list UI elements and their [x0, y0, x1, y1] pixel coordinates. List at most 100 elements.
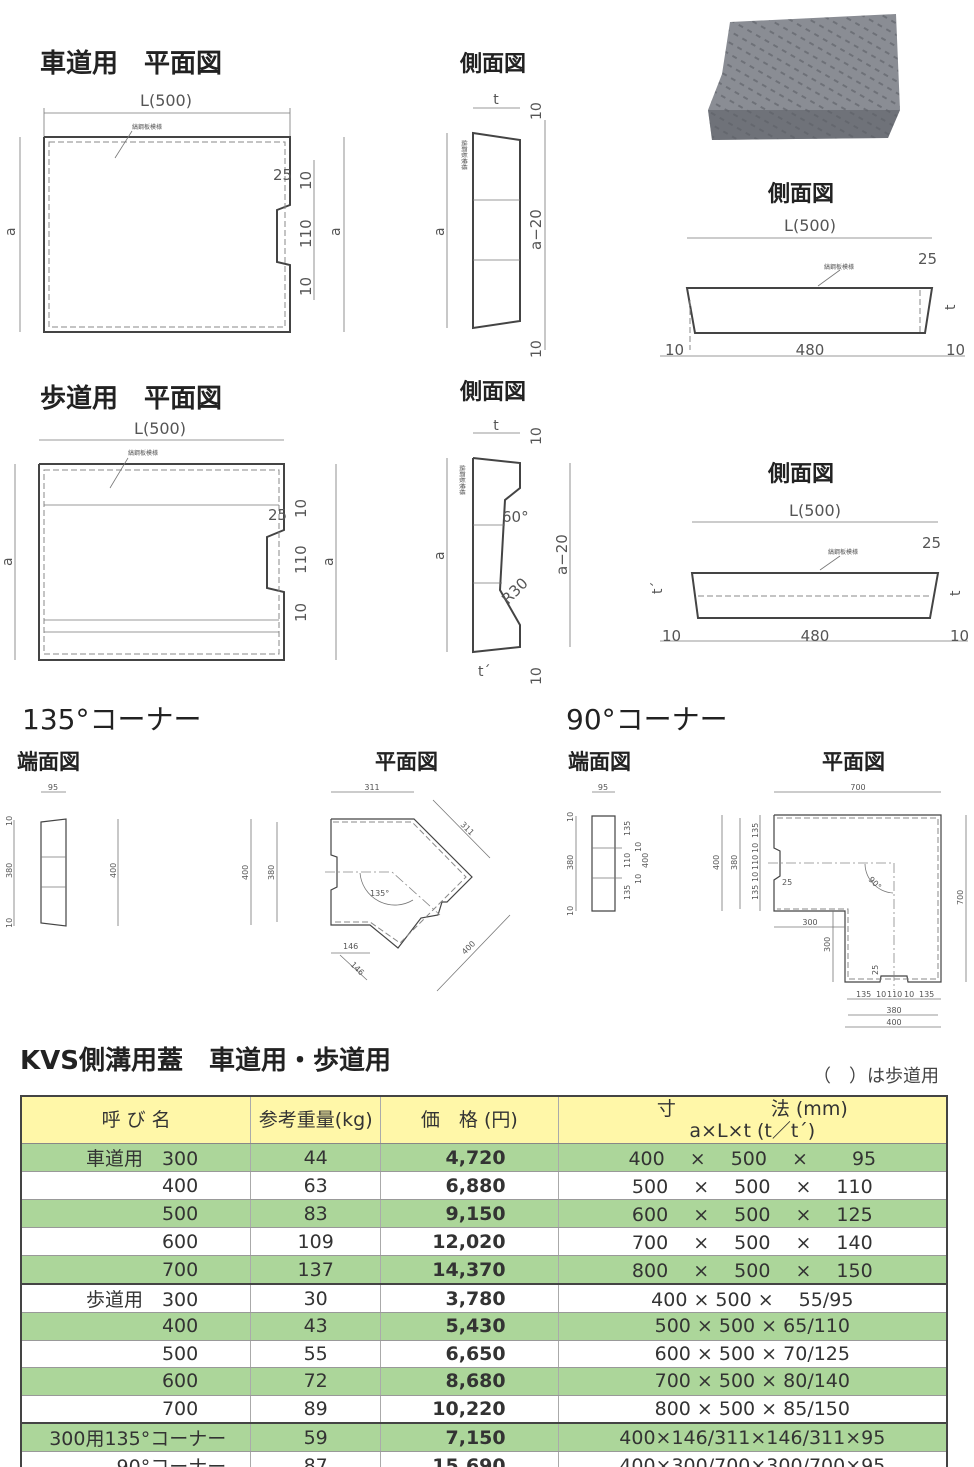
road-plan-title: 車道用 平面図 [40, 49, 223, 79]
dimension-label: 300 [823, 937, 832, 952]
dimension-label: a−20 [527, 209, 545, 250]
dimension-label: a [432, 227, 448, 236]
dimension-label: 10 [876, 990, 886, 999]
dimension-label: 311 [364, 783, 379, 792]
dimension-label: 10 [529, 340, 545, 358]
dimension-label: t [493, 418, 499, 434]
dimension-label: 10 [751, 843, 760, 853]
cell-weight: 30 [250, 1283, 382, 1313]
dimension-label: 400 [641, 853, 650, 868]
cell-weight: 59 [250, 1422, 382, 1452]
corner90-plan-drawing: 90° 700 700 400 380 135 10 110 10 135 25… [712, 783, 967, 1028]
dimension-label: 10 [297, 171, 315, 190]
dimension-label: 700 [956, 890, 965, 905]
dimension-label: L(500) [784, 216, 836, 235]
corner135-plan-drawing: 311 311 400 380 135° 146 146 400 [241, 783, 511, 992]
cell-price: 6,880 [380, 1171, 559, 1200]
dimension-label: 25 [918, 250, 937, 268]
cell-name: 歩道用 300 [20, 1283, 252, 1313]
corner90-end-title: 端面図 [568, 750, 631, 774]
cell-dims: 700 × 500 × 80/140 [557, 1367, 948, 1396]
cell-name: 90°コーナー [20, 1451, 252, 1467]
dimension-label: L(500) [789, 501, 841, 520]
cell-price: 8,680 [380, 1367, 559, 1396]
cell-price: 12,020 [380, 1227, 559, 1256]
dimension-label: 縞鋼板模様 [828, 548, 858, 556]
dimension-label: 10 [292, 603, 310, 622]
dimension-label: 400 [712, 855, 721, 870]
dimension-label: 25 [871, 965, 880, 975]
header-dims-line1: 寸 法 (mm) [656, 1098, 848, 1120]
corner90-title: 90°コーナー [566, 703, 728, 736]
cell-weight: 63 [250, 1171, 382, 1200]
cell-name: 500 [20, 1199, 252, 1228]
walk-plan-title: 歩道用 平面図 [40, 384, 223, 414]
dimension-label: R30 [498, 574, 532, 608]
cell-dims: 400×146/311×146/311×95 [557, 1422, 948, 1452]
dimension-label: 60° [502, 508, 529, 526]
dimension-label: 380 [5, 863, 14, 878]
dimension-label: a [328, 227, 344, 236]
cell-price: 6,650 [380, 1340, 559, 1368]
dimension-label: 縞鋼板模様 [128, 449, 158, 457]
dimension-label: 311 [459, 820, 476, 837]
cell-dims: 400×300/700×300/700×95 [557, 1451, 948, 1467]
dimension-label: 135° [370, 889, 389, 898]
dimension-label: L(500) [134, 419, 186, 438]
dimension-label: 10 [751, 872, 760, 882]
dimension-label: 146 [343, 942, 358, 951]
corner135-end-drawing: 95 10 380 10 400 [5, 783, 119, 928]
dimension-label: 10 [950, 627, 969, 645]
cell-dims: 800 × 500 × 85/150 [557, 1395, 948, 1424]
cell-dims: 600 × 500 × 70/125 [557, 1340, 948, 1368]
dimension-label: 110 [887, 990, 902, 999]
dimension-label: 10 [529, 102, 545, 120]
dimension-label: 10 [5, 918, 14, 928]
cell-dims: 400 × 500 × 55/95 [557, 1283, 948, 1313]
road-plan-drawing: L(500) a a 25 10 110 10 縞鋼板模様 [3, 91, 345, 333]
cell-weight: 83 [250, 1199, 382, 1228]
dimension-label: 135 [751, 823, 760, 838]
cell-price: 3,780 [380, 1283, 559, 1313]
cell-name: 400 [20, 1312, 252, 1341]
dimension-label: 110 [297, 219, 315, 248]
dimension-label: 110 [751, 855, 760, 870]
dimension-label: t [493, 92, 499, 108]
dimension-label: 380 [267, 865, 276, 880]
cell-dims: 400 × 500 × 95 [557, 1143, 948, 1172]
cell-name: 600 [20, 1227, 252, 1256]
cell-weight: 87 [250, 1451, 382, 1467]
cell-name: 300用135°コーナー [20, 1422, 252, 1452]
dimension-label: a [3, 227, 19, 236]
cell-name: 400 [20, 1171, 252, 1200]
cell-dims: 500 × 500 × 65/110 [557, 1312, 948, 1341]
dimension-label: 縞鋼板模様 [460, 140, 468, 170]
header-weight: 参考重量(kg) [250, 1096, 382, 1144]
dimension-label: 380 [886, 1006, 901, 1015]
dimension-label: 400 [886, 1018, 901, 1027]
cell-dims: 500 × 500 × 110 [557, 1171, 948, 1200]
corner135-title: 135°コーナー [22, 703, 202, 736]
cell-weight: 55 [250, 1340, 382, 1368]
cell-price: 5,430 [380, 1312, 559, 1341]
dimension-label: 480 [796, 341, 825, 359]
dimension-label: 10 [5, 816, 14, 826]
header-dims: 寸 法 (mm)a×L×t (t／t´) [557, 1096, 948, 1144]
dimension-label: 380 [566, 855, 575, 870]
dimension-label: t [943, 304, 959, 310]
dimension-label: 110 [292, 545, 310, 574]
cell-price: 15,690 [380, 1451, 559, 1467]
header-dims-line2: a×L×t (t／t´) [689, 1120, 816, 1142]
table-note: （ ）は歩道用 [813, 1066, 939, 1087]
dimension-label: 400 [460, 939, 477, 956]
cell-weight: 72 [250, 1367, 382, 1396]
cell-price: 4,720 [380, 1143, 559, 1172]
cell-name: 700 [20, 1255, 252, 1285]
